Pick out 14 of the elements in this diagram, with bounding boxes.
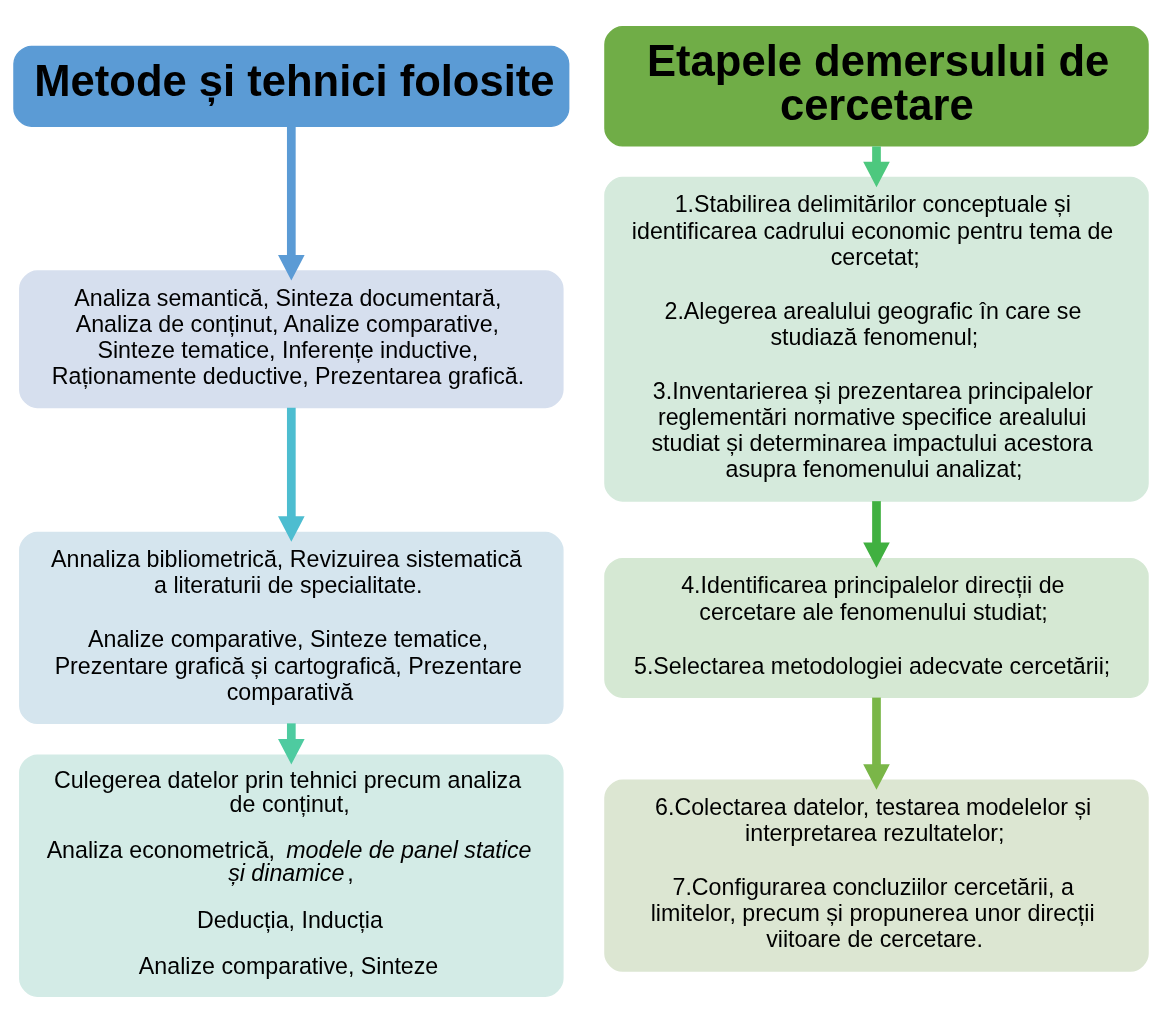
node-box: Annaliza bibliometrică, Revizuirea sistematică a literaturii de specialitate. Analize comparative, Sinteze tematice, Prezentare grafică și cartografică, Prezentare comparativă	[19, 531, 564, 725]
node-box: Etapele demersului de cercetare	[604, 26, 1149, 147]
arrow	[863, 501, 890, 568]
node-box: Culegerea datelor prin tehnici precum analiza de conținut, Analiza econometrică, modele de panel statice și dinamice, Deducția, Inducția Analize comparative, Sinteze	[19, 754, 564, 997]
node-box: 1.Stabilirea delimitărilor conceptuale și identificarea cadrului economic pentru tema de cercetat; 2.Alegerea arealului geografic în care se studiază fenomenul; 3.Inventarierea și prezentarea principalelor reglementări normative specifice arealului studiat și determinarea impactului acestora asupra fenomenului analizat;	[604, 176, 1149, 502]
node-box: 6.Colectarea datelor, testarea modelelor și interpretarea rezultatelor; 7.Configurarea concluziilor cercetării, a limitelor, precum și propunerea unor direcții viitoare de cercetare.	[604, 779, 1149, 972]
arrow	[278, 126, 305, 281]
node-box: 4.Identificarea principalelor direcții de cercetare ale fenomenului studiat; 5.Selectarea metodologiei adecvate cercetării;	[604, 557, 1149, 698]
arrow	[863, 146, 890, 188]
arrow	[278, 407, 305, 542]
arrow	[863, 697, 890, 790]
node-box: Metode și tehnici folosite	[13, 45, 570, 127]
arrow	[278, 723, 305, 765]
node-box: Analiza semantică, Sinteza documentară, Analiza de conținut, Analize comparative, Sinteze tematice, Inferențe inductive, Raționamente deductive, Prezentarea grafică.	[19, 270, 564, 409]
